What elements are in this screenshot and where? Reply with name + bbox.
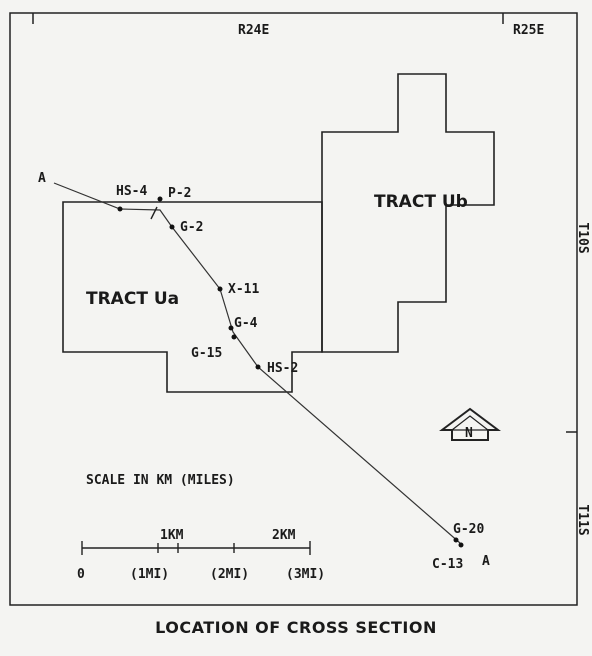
cross-section-line: [53, 182, 461, 544]
range-label-r24e: R24E: [238, 23, 269, 38]
well-g20-label: G-20: [453, 522, 484, 537]
township-label-t11s: T11S: [575, 504, 590, 535]
well-g4-label: G-4: [234, 316, 258, 331]
scale-km-label: 1KM: [160, 528, 184, 543]
well-g2-marker: [169, 224, 175, 230]
p2-connector: [150, 206, 158, 220]
well-hs2-marker: [255, 364, 261, 370]
map-frame: [9, 12, 578, 606]
scale-title: SCALE IN KM (MILES): [86, 473, 235, 488]
well-c13-label: C-13: [432, 557, 463, 572]
section-start-label: A: [38, 171, 46, 186]
figure-caption: LOCATION OF CROSS SECTION: [155, 618, 437, 637]
well-hs4-label: HS-4: [116, 184, 147, 199]
well-hs4-marker: [117, 206, 123, 212]
well-g20-marker: [453, 537, 459, 543]
scale-mile-label: (1MI): [130, 567, 169, 582]
north-arrow-label: N: [465, 426, 473, 441]
scale-km-label: 2KM: [272, 528, 296, 543]
scale-mile-label: (2MI): [210, 567, 249, 582]
north-arrow-icon: N: [439, 407, 501, 441]
well-p2-marker: [157, 196, 163, 202]
well-c13-marker: [458, 542, 464, 548]
well-x11-marker: [217, 286, 223, 292]
well-g4-marker: [228, 325, 234, 331]
well-p2-label: P-2: [168, 186, 191, 201]
well-x11-label: X-11: [228, 282, 259, 297]
scale-mile-label: 0: [77, 567, 85, 582]
scale-mile-label: (3MI): [286, 567, 325, 582]
township-label-t10s: T10S: [575, 222, 590, 253]
range-label-r25e: R25E: [513, 23, 544, 38]
tract-ua-label: TRACT Ua: [86, 289, 179, 309]
well-g15-label: G-15: [191, 346, 222, 361]
well-hs2-label: HS-2: [267, 361, 298, 376]
tract-ub-label: TRACT Ub: [374, 192, 468, 212]
section-end-label: A: [482, 554, 490, 569]
well-g2-label: G-2: [180, 220, 203, 235]
well-g15-marker: [231, 334, 237, 340]
tract-ub-boundary: [321, 73, 495, 353]
